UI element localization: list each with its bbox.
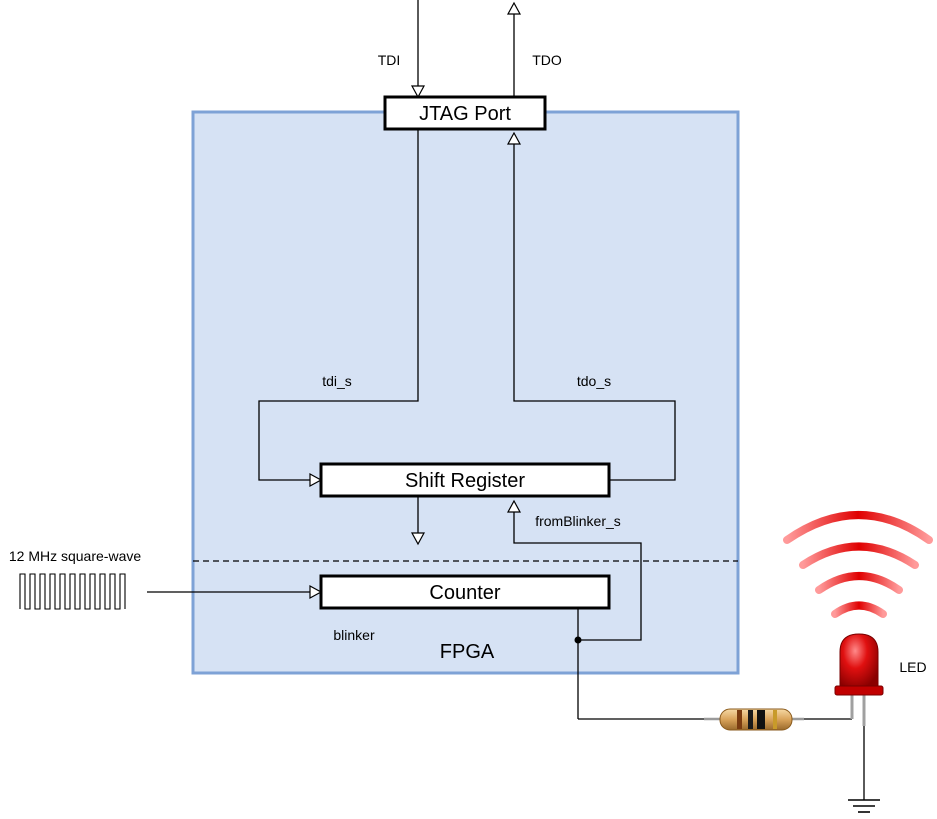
jtag-port-block xyxy=(383,95,547,131)
tdi-label: TDI xyxy=(378,52,401,68)
fromBlinker_s-arrow-icon xyxy=(506,499,522,513)
tdi_s-arrow-icon xyxy=(309,472,323,488)
tdo_s-arrow-icon xyxy=(506,131,522,145)
light-emission-icon xyxy=(783,511,933,618)
led-icon xyxy=(834,633,884,726)
counter-label: Counter xyxy=(429,582,500,604)
shift-register-label: Shift Register xyxy=(405,470,525,492)
counter-block xyxy=(319,574,611,610)
clock-label: 12 MHz square-wave xyxy=(9,548,141,564)
shift-output-arrow-icon xyxy=(410,532,426,546)
blinker-junction-dot xyxy=(574,636,582,644)
fromBlinker_s-wire xyxy=(513,512,642,641)
tdo_s-wire xyxy=(513,144,676,481)
jtag-port-label: JTAG Port xyxy=(419,103,511,125)
tdo_s-label: tdo_s xyxy=(577,373,611,389)
resistor-icon xyxy=(704,708,804,731)
tdo-arrow-icon xyxy=(506,1,522,15)
fromBlinker_s-label: fromBlinker_s xyxy=(535,513,621,529)
shift-register-block xyxy=(319,462,611,498)
ground-icon xyxy=(848,799,880,813)
fpga-label: FPGA xyxy=(440,641,495,663)
square-wave-icon xyxy=(19,573,126,610)
blinker-label: blinker xyxy=(333,627,375,643)
led-label: LED xyxy=(899,659,926,675)
tdi-arrow-icon xyxy=(410,85,426,99)
tdi_s-label: tdi_s xyxy=(322,373,352,389)
tdi_s-wire xyxy=(258,129,419,481)
tdo-label: TDO xyxy=(532,52,562,68)
clock-arrow-icon xyxy=(309,584,323,600)
